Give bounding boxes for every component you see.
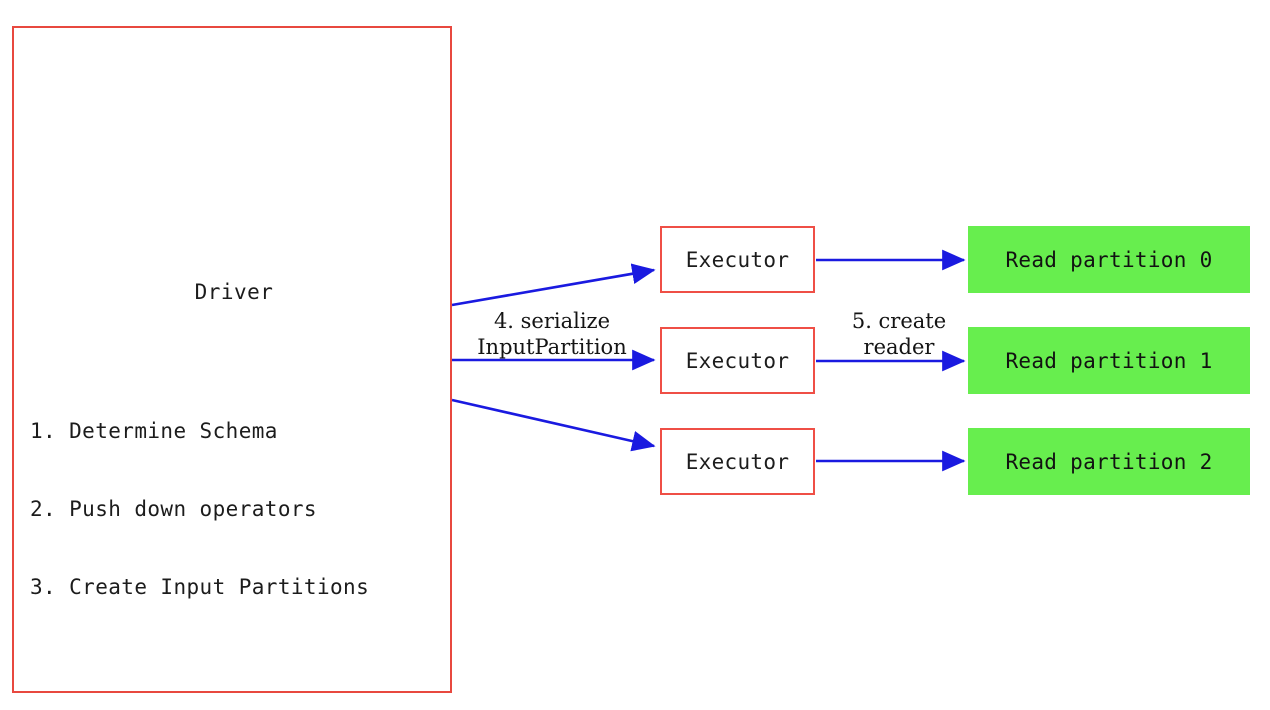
driver-step-2: 2. Push down operators	[30, 497, 317, 521]
driver-step-1: 1. Determine Schema	[30, 419, 278, 443]
driver-step-3: 3. Create Input Partitions	[30, 575, 370, 599]
executor-box-1: Executor	[660, 226, 815, 293]
driver-box: Driver 1. Determine Schema 2. Push down …	[12, 26, 452, 693]
edge-label-serialize-line2: InputPartition	[477, 335, 627, 359]
executor-label-3: Executor	[685, 449, 790, 474]
partition-box-2: Read partition 2	[968, 428, 1250, 495]
partition-box-1: Read partition 1	[968, 327, 1250, 394]
driver-title: Driver	[194, 280, 274, 304]
edge-label-serialize: 4. serialize InputPartition	[461, 308, 643, 360]
executor-box-2: Executor	[660, 327, 815, 394]
partition-box-0: Read partition 0	[968, 226, 1250, 293]
edge-label-create-reader-line1: 5. create	[851, 309, 947, 333]
arrow-driver-to-executor-1	[451, 263, 656, 307]
arrow-driver-to-executor-3	[451, 398, 656, 452]
driver-steps-list: 1. Determine Schema 2. Push down operato…	[30, 366, 369, 652]
executor-label-2: Executor	[685, 348, 790, 373]
partition-label-2: Read partition 2	[1005, 449, 1213, 474]
executor-label-1: Executor	[685, 247, 790, 272]
edge-label-serialize-line1: 4. serialize	[493, 309, 611, 333]
edge-label-create-reader: 5. create reader	[833, 308, 965, 360]
partition-label-0: Read partition 0	[1005, 247, 1213, 272]
partition-label-1: Read partition 1	[1005, 348, 1213, 373]
executor-box-3: Executor	[660, 428, 815, 495]
edge-label-create-reader-line2: reader	[863, 335, 935, 359]
